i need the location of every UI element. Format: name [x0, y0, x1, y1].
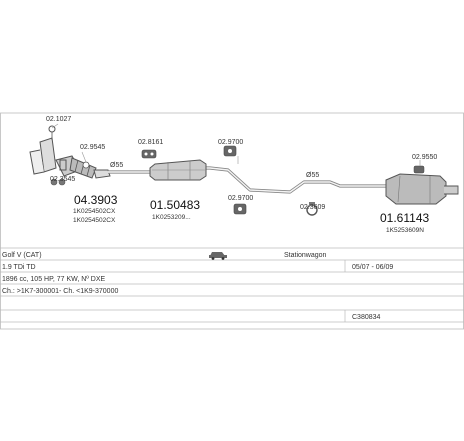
- catalyst-group: [29, 123, 111, 186]
- vehicle-spec: 1896 cc, 105 HP, 77 KW, Nº DXE: [2, 276, 106, 283]
- part-label-6: 02.9700: [228, 195, 253, 202]
- vehicle-engine: 1.9 TDi TD: [2, 264, 36, 271]
- part-label-4: 02.8161: [138, 139, 163, 146]
- rear-silencer: [385, 160, 459, 205]
- assembly-number-1: 04.3903: [74, 193, 118, 207]
- diameter-label-2: Ø55: [306, 172, 319, 179]
- assembly-number-3: 01.61143: [380, 211, 429, 225]
- part-label-7: 02.3609: [300, 204, 325, 211]
- vehicle-body: Stationwagon: [284, 252, 327, 259]
- hanger-2: [223, 145, 237, 157]
- part-label-3: 02.3545: [50, 176, 75, 183]
- hanger-1: [141, 149, 157, 159]
- car-icon: [209, 252, 227, 260]
- hanger-3: [233, 203, 247, 215]
- assembly-number-2: 01.50483: [150, 198, 200, 212]
- catalogue-code: C380834: [352, 314, 381, 321]
- info-table: [0, 247, 464, 323]
- part-label-8: 02.9550: [412, 154, 437, 161]
- assembly-oem-1a: 1K0254502CX: [73, 208, 116, 215]
- part-label-2: 02.9545: [80, 144, 105, 151]
- assembly-oem-3a: 1K5253609N: [386, 227, 424, 234]
- middle-silencer: [149, 159, 207, 181]
- diameter-label-1: Ø55: [110, 162, 123, 169]
- part-label-1: 02.1027: [46, 116, 71, 123]
- assembly-oem-1b: 1K0254502CX: [73, 217, 116, 224]
- part-label-5: 02.9700: [218, 139, 243, 146]
- vehicle-years: 05/07 - 06/09: [352, 264, 393, 271]
- vehicle-model: Golf V (CAT): [2, 252, 42, 259]
- clamp-1: [306, 202, 318, 216]
- assembly-oem-2a: 1K0253209...: [152, 214, 191, 221]
- vehicle-chassis: Ch.: >1K7-300001- Ch. <1K9-370000: [2, 288, 118, 295]
